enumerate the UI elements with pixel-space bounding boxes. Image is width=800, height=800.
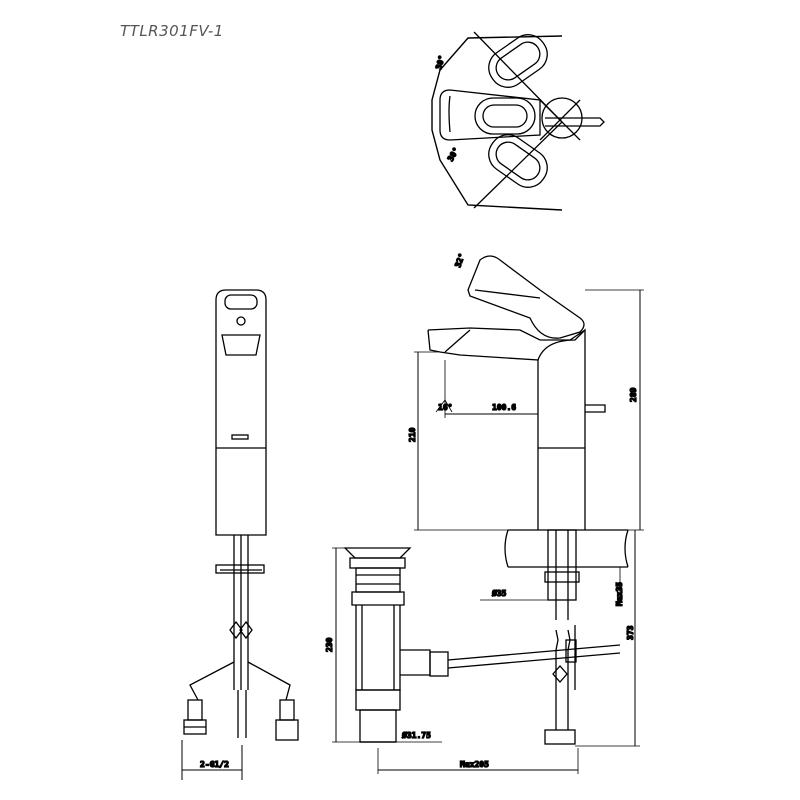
top-view [431,31,605,211]
handle-angle-label: 32° [453,252,466,269]
spout-angle-label: 16° [438,403,452,412]
upper-angle-label: 30° [434,54,446,70]
drain-offset-label: Max205 [460,760,489,769]
drain-outlet-label: Ø31.75 [401,730,431,740]
inlet-thread-label: 2-G1/2 [200,760,229,769]
spout-height-label: 210 [408,427,417,442]
front-view [181,289,299,780]
model-number: TTLR301FV-1 [120,22,224,40]
drain-length-label: 230 [325,637,334,652]
below-deck-label: 373 [626,625,635,640]
lower-angle-label: 30° [446,146,461,163]
reach-label: 100.6 [492,403,516,412]
pop-up-drain [332,547,621,743]
side-view [377,255,644,774]
total-height-label: 289 [629,387,638,402]
hole-diameter-label: Ø35 [491,588,507,598]
deck-thickness-label: Max35 [615,582,624,606]
